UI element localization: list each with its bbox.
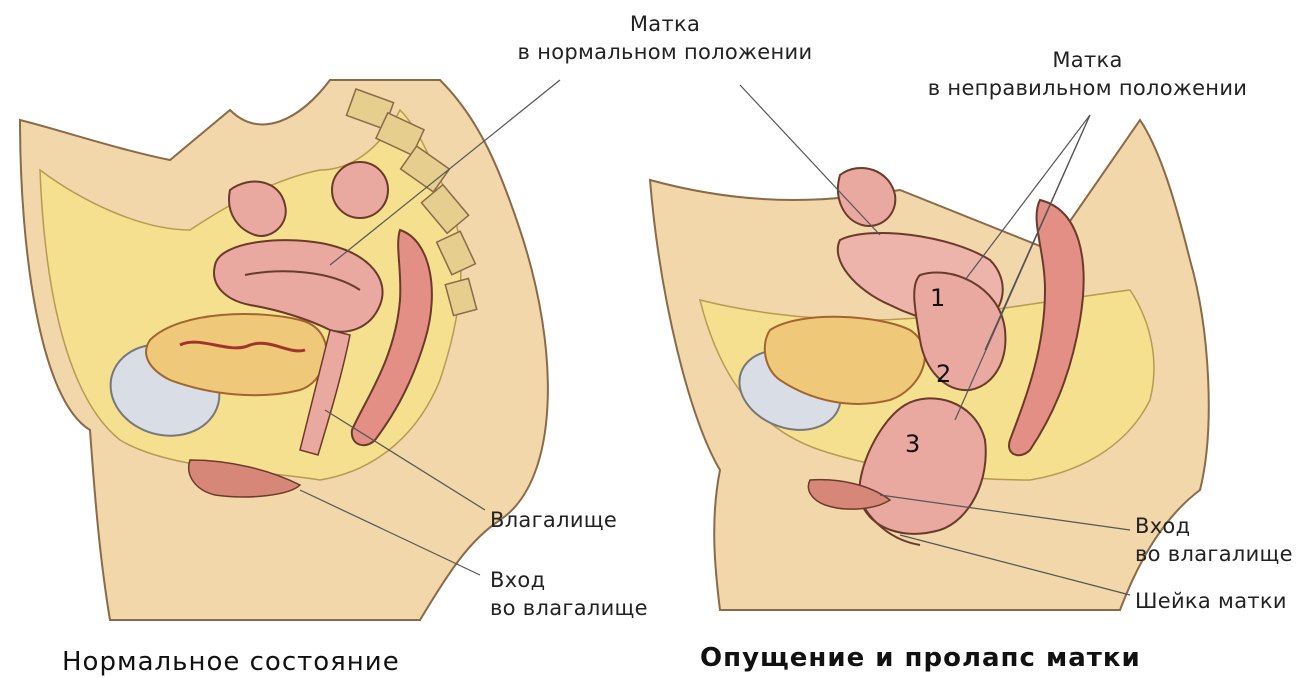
label-uterus-abnormal-line1: Матка xyxy=(885,46,1290,74)
right-anatomy-prolapse: 1 2 3 xyxy=(650,120,1209,610)
label-vagina-text: Влагалище xyxy=(490,508,617,532)
label-vaginal-entrance-left: Вход во влагалище xyxy=(490,566,648,622)
stage-number-2: 2 xyxy=(936,360,951,388)
stage-number-3: 3 xyxy=(905,430,920,458)
label-cervix-text: Шейка матки xyxy=(1135,589,1287,613)
label-uterus-normal-line1: Матка xyxy=(480,10,850,38)
label-cervix: Шейка матки xyxy=(1135,587,1287,615)
label-vaginal-entrance-left-line2: во влагалище xyxy=(490,594,648,622)
left-colon-loop xyxy=(332,162,388,218)
caption-normal: Нормальное состояние xyxy=(62,646,400,678)
label-uterus-normal: Матка в нормальном положении xyxy=(480,10,850,66)
stage-number-1: 1 xyxy=(930,284,945,312)
label-uterus-abnormal-line2: в неправильном положении xyxy=(885,74,1290,102)
label-vaginal-entrance-right: Вход во влагалище xyxy=(1135,512,1293,568)
caption-prolapse: Опущение и пролапс матки xyxy=(700,642,1141,674)
left-anatomy-normal xyxy=(20,80,548,620)
label-uterus-normal-line2: в нормальном положении xyxy=(480,38,850,66)
label-vaginal-entrance-left-line1: Вход xyxy=(490,566,648,594)
label-vaginal-entrance-right-line1: Вход xyxy=(1135,512,1293,540)
label-uterus-abnormal: Матка в неправильном положении xyxy=(885,46,1290,102)
label-vaginal-entrance-right-line2: во влагалище xyxy=(1135,540,1293,568)
label-vagina: Влагалище xyxy=(490,506,617,534)
